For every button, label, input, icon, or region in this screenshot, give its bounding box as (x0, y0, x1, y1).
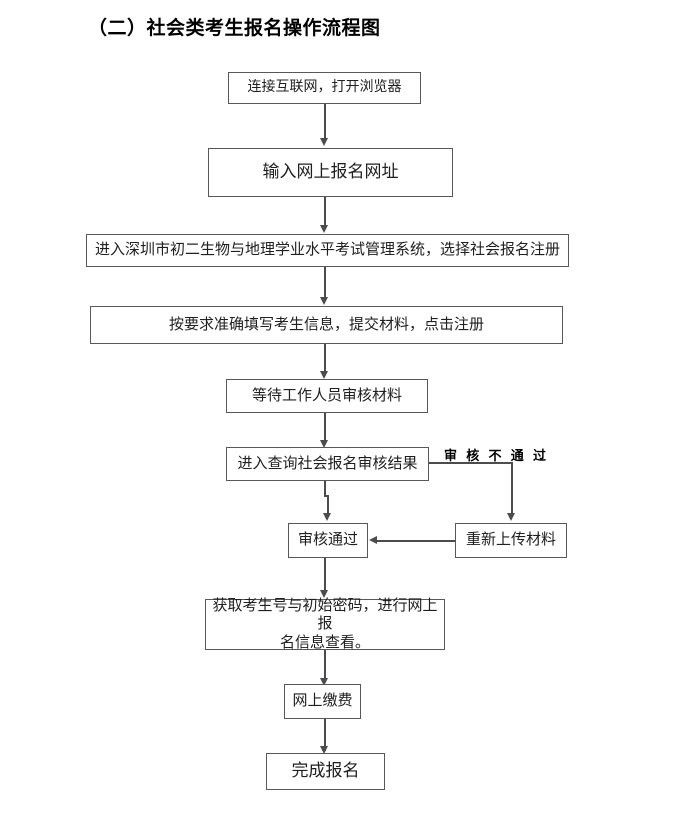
flow-node-label: 重新上传材料 (465, 532, 556, 549)
flow-node-label: 进入深圳市初二生物与地理学业水平考试管理系统，选择社会报名注册 (94, 242, 560, 259)
arrowhead-n4-n5 (320, 371, 328, 379)
arrowhead-n8-n7 (369, 536, 377, 544)
flow-node-online-payment: 网上缴费 (284, 684, 361, 719)
flow-node-label: 完成报名 (291, 761, 360, 781)
flow-node-query-result: 进入查询社会报名审核结果 (226, 447, 429, 481)
arrowhead-n9-n10 (320, 678, 328, 686)
arrowhead-n3-n4 (320, 297, 328, 305)
flow-node-get-credentials: 获取考生号与初始密码，进行网上报 名信息查看。 (205, 598, 445, 651)
arrowhead-n7-n9 (320, 590, 328, 598)
connector-n6-n7-jog (324, 495, 328, 497)
flow-node-label: 等待工作人员审核材料 (251, 387, 402, 404)
arrowhead-n5-n6 (320, 440, 328, 448)
connector-n1-n2 (324, 104, 326, 140)
flow-node-registration-complete: 完成报名 (266, 753, 385, 790)
connector-n6-n8-horizontal (429, 462, 513, 464)
connector-n3-n4 (324, 267, 326, 299)
connector-n4-n5 (324, 344, 326, 374)
flow-node-connect-internet: 连接互联网，打开浏览器 (228, 72, 421, 104)
flow-node-label-line2: 名信息查看。 (279, 634, 370, 651)
arrowhead-n2-n3 (320, 225, 328, 233)
page-title: （二）社会类考生报名操作流程图 (88, 18, 381, 39)
arrowhead-n6-n7 (323, 513, 331, 521)
flow-node-enter-system: 进入深圳市初二生物与地理学业水平考试管理系统，选择社会报名注册 (86, 234, 569, 267)
flow-node-enter-url: 输入网上报名网址 (208, 148, 453, 197)
connector-n8-n7 (377, 540, 455, 542)
flow-node-label: 网上缴费 (292, 693, 353, 710)
connector-n6-n7-vertical-a (324, 481, 326, 497)
flow-node-label: 输入网上报名网址 (262, 162, 399, 182)
connector-n9-n10 (324, 650, 326, 682)
flow-node-label: 审核通过 (297, 532, 358, 549)
connector-n10-n11 (324, 719, 326, 751)
flow-node-label: 连接互联网，打开浏览器 (247, 80, 402, 96)
edge-label-reject: 审 核 不 通 过 (444, 448, 550, 463)
flow-node-review-passed: 审核通过 (288, 523, 368, 558)
arrowhead-n6-n8 (507, 513, 515, 521)
arrowhead-n10-n11 (320, 746, 328, 754)
flow-node-wait-review: 等待工作人员审核材料 (226, 379, 428, 413)
connector-n6-n8-vertical (511, 462, 513, 515)
flow-node-label: 按要求准确填写考生信息，提交材料，点击注册 (168, 316, 484, 333)
flow-node-label: 进入查询社会报名审核结果 (237, 455, 418, 472)
connector-n7-n9 (324, 558, 326, 592)
connector-n5-n6 (324, 413, 326, 443)
connector-n2-n3 (324, 197, 326, 227)
connector-n6-n7-vertical-b (327, 495, 329, 515)
arrowhead-n1-n2 (320, 138, 328, 146)
flow-node-reupload: 重新上传材料 (455, 523, 567, 558)
flow-node-fill-info: 按要求准确填写考生信息，提交材料，点击注册 (90, 306, 563, 344)
flow-node-label-line1: 获取考生号与初始密码，进行网上报 (212, 598, 438, 633)
